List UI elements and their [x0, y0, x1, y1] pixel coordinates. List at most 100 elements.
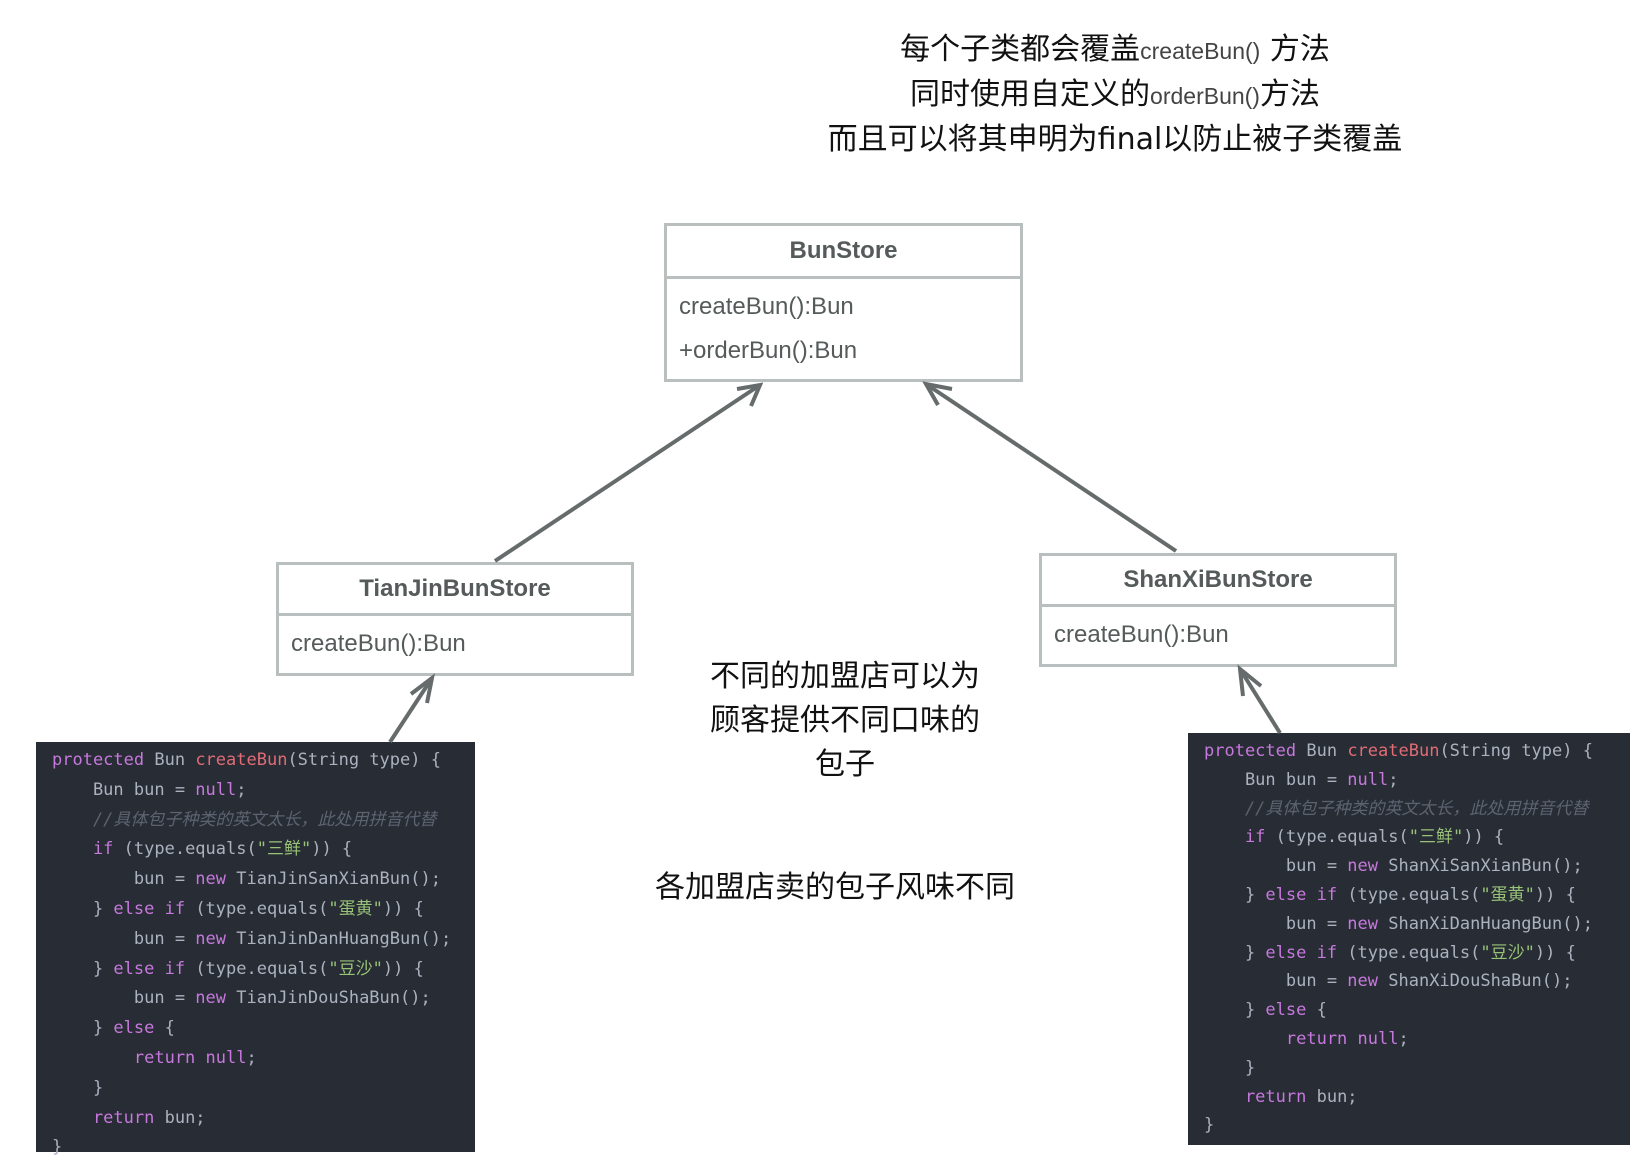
code-text: }	[52, 1018, 114, 1039]
code-keyword: new	[1347, 856, 1379, 877]
code-keyword: new	[195, 988, 227, 1009]
code-text: (type.equals(	[113, 839, 257, 860]
code-text: bun =	[52, 869, 196, 890]
code-text: ShanXiDanHuangBun();	[1378, 913, 1593, 934]
code-text: ShanXiSanXianBun();	[1378, 856, 1583, 877]
code-keyword: new	[1347, 971, 1379, 992]
operation-createbun: createBun():Bun	[1054, 621, 1229, 648]
code-text: bun =	[1204, 913, 1348, 934]
code-line: bun = new ShanXiDanHuangBun();	[1204, 910, 1630, 939]
code-text: ;	[1388, 769, 1399, 790]
code-text: )) {	[311, 839, 353, 860]
code-line: } else if (type.equals("蛋黄")) {	[1204, 881, 1630, 910]
code-text: (type.equals(	[185, 958, 329, 979]
code-keyword: else	[113, 1018, 155, 1039]
code-keyword: else if	[113, 958, 186, 979]
code-text: (type.equals(	[185, 898, 329, 919]
code-line: Bun bun = null;	[52, 776, 475, 806]
code-text: )) {	[1463, 827, 1505, 848]
code-text: bun;	[1306, 1086, 1358, 1107]
code-text: }	[1204, 1057, 1256, 1078]
code-keyword: null	[1347, 769, 1389, 790]
code-text: ;	[236, 779, 247, 800]
code-text: )) {	[382, 958, 424, 979]
code-line: bun = new ShanXiSanXianBun();	[1204, 852, 1630, 881]
arrow-code-to-shanxi	[1237, 664, 1282, 735]
code-line: return null;	[1204, 1025, 1630, 1054]
code-block-tianjin: protected Bun createBun(String type) { B…	[36, 742, 475, 1157]
arrow-tianjin-to-bunstore	[493, 382, 764, 563]
code-text: (type.equals(	[1337, 884, 1481, 905]
code-text: ;	[1398, 1028, 1409, 1049]
code-text: (String type) {	[1439, 741, 1593, 761]
code-string: "三鲜"	[256, 839, 312, 860]
uml-class-bunstore[interactable]: BunStore createBun():Bun +orderBun():Bun	[664, 223, 1023, 382]
code-line: } else if (type.equals("豆沙")) {	[52, 955, 475, 985]
code-text: {	[1306, 1000, 1327, 1021]
code-keyword: null	[195, 1047, 247, 1068]
code-line: bun = new TianJinSanXianBun();	[52, 865, 475, 895]
operation-orderbun: +orderBun():Bun	[679, 337, 858, 364]
code-text: }	[1204, 1000, 1266, 1021]
code-keyword: new	[195, 928, 227, 949]
code-line: } else {	[1204, 996, 1630, 1025]
code-line: Bun bun = null;	[1204, 766, 1630, 795]
code-line: if (type.equals("三鲜")) {	[52, 835, 475, 865]
annotation-line: 顾客提供不同口味的	[710, 703, 980, 738]
code-keyword: else if	[113, 898, 186, 919]
class-name: TianJinBunStore	[279, 565, 631, 616]
code-text: }	[52, 958, 114, 979]
code-keyword: else if	[1265, 884, 1338, 905]
code-line: protected Bun createBun(String type) {	[52, 746, 475, 776]
class-name: BunStore	[667, 226, 1020, 279]
code-line: //具体包子种类的英文太长，此处用拼音代替	[1204, 795, 1630, 824]
code-text: }	[1204, 942, 1266, 963]
code-text: }	[1204, 884, 1266, 905]
annotation-override-note: 每个子类都会覆盖createBun() 方法 同时使用自定义的orderBun(…	[780, 28, 1450, 162]
code-text: Bun bun =	[1204, 769, 1348, 790]
code-line: } else if (type.equals("蛋黄")) {	[52, 895, 475, 925]
code-line: if (type.equals("三鲜")) {	[1204, 823, 1630, 852]
code-line: }	[52, 1074, 475, 1104]
code-text: TianJinDouShaBun();	[226, 988, 431, 1009]
code-text: ;	[246, 1047, 257, 1068]
code-text: }	[52, 1137, 63, 1158]
code-text: TianJinSanXianBun();	[226, 869, 441, 890]
code-comment: //具体包子种类的英文太长，此处用拼音代替	[52, 809, 437, 830]
code-text: (type.equals(	[1337, 942, 1481, 963]
code-line: bun = new TianJinDouShaBun();	[52, 984, 475, 1014]
operation-createbun: createBun():Bun	[291, 630, 466, 657]
code-line: } else {	[52, 1014, 475, 1044]
code-text: (type.equals(	[1265, 827, 1409, 848]
code-keyword: return	[52, 1047, 196, 1068]
code-text: ShanXiDouShaBun();	[1378, 971, 1573, 992]
code-text: Bun	[144, 750, 196, 770]
annotation-line-1: 每个子类都会覆盖createBun() 方法	[900, 32, 1330, 67]
code-line: }	[52, 1133, 475, 1163]
code-keyword: null	[195, 779, 237, 800]
uml-class-shanxibunstore[interactable]: ShanXiBunStore createBun():Bun	[1039, 553, 1397, 667]
class-name: ShanXiBunStore	[1042, 556, 1394, 607]
code-text: Bun	[1296, 741, 1348, 761]
code-line: //具体包子种类的英文太长，此处用拼音代替	[52, 806, 475, 836]
code-line: bun = new ShanXiDouShaBun();	[1204, 967, 1630, 996]
arrow-code-to-tianjin	[388, 673, 435, 744]
code-text: }	[52, 1077, 104, 1098]
arrow-shanxi-to-bunstore	[922, 381, 1178, 553]
code-line: bun = new TianJinDanHuangBun();	[52, 925, 475, 955]
code-line: } else if (type.equals("豆沙")) {	[1204, 939, 1630, 968]
code-keyword: protected	[52, 750, 145, 770]
annotation-different-flavors: 不同的加盟店可以为 顾客提供不同口味的 包子	[680, 655, 1010, 787]
code-string: "蛋黄"	[1480, 884, 1535, 905]
code-text: (String type) {	[287, 750, 441, 770]
code-line: return null;	[52, 1044, 475, 1074]
code-keyword: null	[1347, 1028, 1399, 1049]
code-string: "三鲜"	[1408, 827, 1464, 848]
code-keyword: return	[52, 1107, 155, 1128]
code-comment: //具体包子种类的英文太长，此处用拼音代替	[1204, 798, 1589, 819]
operation-createbun: createBun():Bun	[679, 293, 854, 320]
uml-class-tianjinbunstore[interactable]: TianJinBunStore createBun():Bun	[276, 562, 634, 676]
annotation-store-flavors: 各加盟店卖的包子风味不同	[655, 870, 1015, 905]
code-line: return bun;	[52, 1104, 475, 1134]
code-text: )) {	[382, 898, 424, 919]
